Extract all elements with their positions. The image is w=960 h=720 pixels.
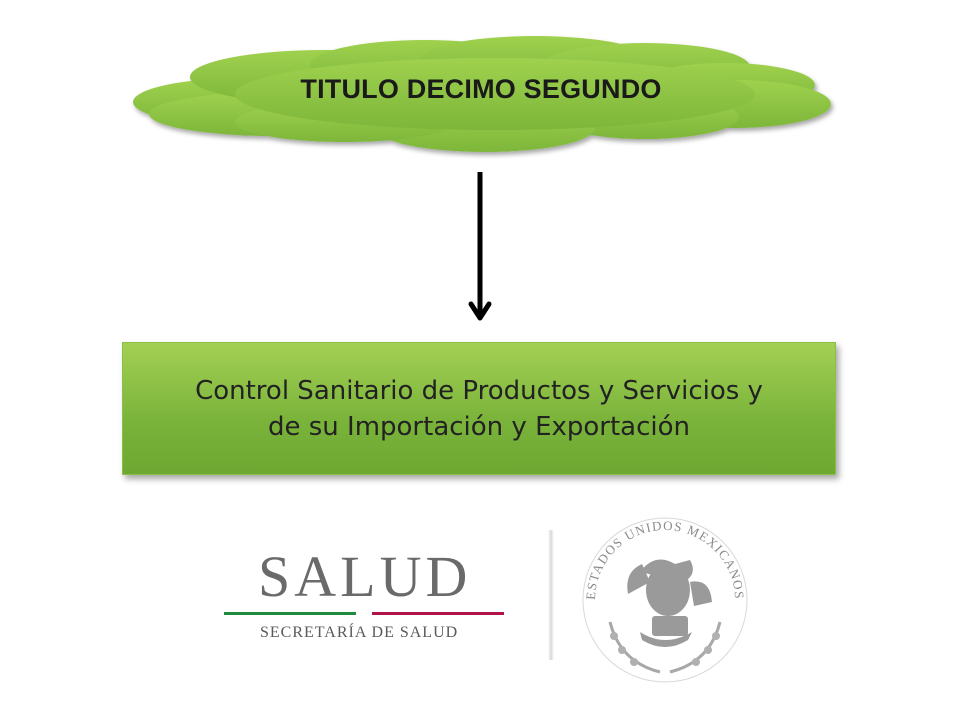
topic-line-2: de su Importación y Exportación xyxy=(267,411,691,442)
cloud-shape xyxy=(133,36,831,152)
down-arrow-icon xyxy=(468,172,492,321)
logo-red-stripe xyxy=(372,612,504,615)
topic-box: Control Sanitario de Productos y Servici… xyxy=(122,342,836,475)
salud-logo-subtitle: SECRETARÍA DE SALUD xyxy=(260,624,459,641)
topic-text: Control Sanitario de Productos y Servici… xyxy=(185,373,773,445)
title-cloud: TITULO DECIMO SEGUNDO xyxy=(125,22,837,160)
cloud-title: TITULO DECIMO SEGUNDO xyxy=(300,74,662,104)
salud-logo-word: SALUD xyxy=(258,544,472,609)
logo-divider xyxy=(548,530,554,660)
logo-green-stripe xyxy=(224,612,356,615)
national-seal-icon: ESTADOS UNIDOS MEXICANOS xyxy=(582,517,748,683)
salud-logo: SALUD SECRETARÍA DE SALUD xyxy=(224,548,514,658)
topic-line-1: Control Sanitario de Productos y Servici… xyxy=(195,375,763,406)
